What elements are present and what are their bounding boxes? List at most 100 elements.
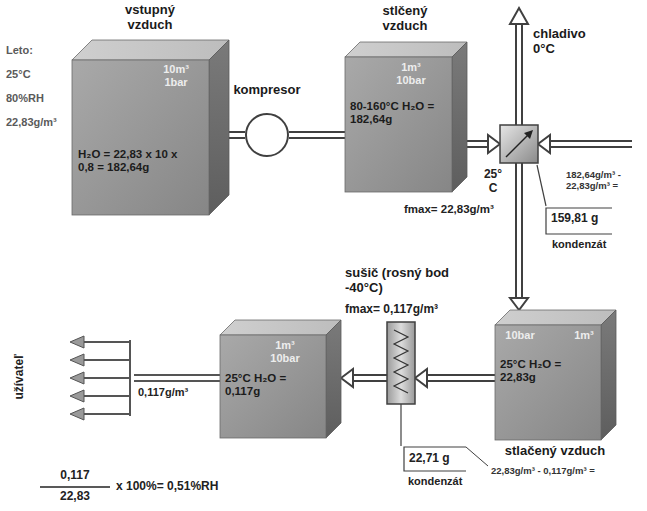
exchanger-diagonal (506, 133, 530, 157)
pipe-inner (352, 376, 388, 380)
cube-side-face (209, 40, 229, 215)
node-text: kompresor (221, 83, 313, 98)
fraction-bar (40, 486, 110, 488)
pipe-connector (466, 135, 500, 153)
cube-side-face (452, 42, 467, 192)
arrow-head (70, 408, 84, 420)
flow-moisture-label: 0,117g/m³ (138, 386, 188, 399)
pipe-connector (228, 135, 246, 136)
condensate-label: kondenzát (408, 475, 462, 488)
node-text: vstupný vzduch (110, 3, 190, 33)
condensate-amount: 22,71 g (409, 452, 450, 466)
pipe-inner (426, 376, 496, 380)
arrow-head (70, 354, 84, 366)
max-moisture-label: fmax= 22,83g/m³ (404, 203, 494, 216)
arrow-head (415, 369, 427, 387)
pipe-inner (517, 162, 521, 299)
pipe-outline (229, 131, 245, 139)
season-label: Leto: (6, 44, 33, 57)
arrow-head (510, 298, 528, 310)
node-shape (387, 322, 415, 404)
arrow-head (341, 369, 353, 387)
dryer-unit: sušič (rosný bod -40°C)fmax= 0,117g/m³ (387, 322, 415, 404)
pipe-outline (427, 374, 495, 382)
cube-side-face (601, 310, 616, 440)
cube-top-face (72, 40, 229, 60)
node-text: fmax= 0,117g/m³ (345, 303, 455, 317)
leader-line (400, 404, 401, 446)
cube-side-face (326, 320, 341, 438)
node-text: 10bar (500, 329, 540, 342)
pipe-inner (228, 133, 246, 137)
air-volume-cube: 10bar1m³25°C H₂O = 22,83gstlačený vzduch (495, 310, 616, 440)
condensate-amount: 159,81 g (551, 212, 598, 226)
node-shape (245, 113, 289, 157)
fraction-denominator: 22,83 (40, 490, 110, 504)
node-shape (72, 40, 229, 215)
leader-line (537, 165, 546, 206)
temperature-label: 25°C (6, 68, 31, 81)
node-text: chladivo 0°C (533, 27, 603, 57)
dryer-coil (394, 330, 408, 393)
refrigerant-outlet-arrow (510, 8, 528, 127)
node-text: 1m³ 10bar (266, 339, 304, 364)
calc-note: 22,83g/m³ - 0,117g/m³ = (491, 466, 609, 477)
pipe-inner (517, 22, 521, 127)
air-volume-cube: stlčený vzduch1m³ 10bar80-160°C H₂O = 18… (345, 42, 467, 192)
condensate-bracket (546, 208, 612, 234)
heat-exchanger: chladivo 0°C (500, 125, 538, 163)
pipe-outline (353, 374, 387, 382)
dryer-body (387, 322, 415, 404)
compressor-symbol: kompresor (245, 113, 289, 157)
node-text: sušič (rosný bod -40°C) (345, 266, 470, 296)
pipe-connector (510, 162, 528, 310)
cube-front-face (495, 325, 601, 440)
node-text: stlačený vzduch (495, 444, 615, 459)
result-formula: x 100%= 0,51%RH (116, 480, 218, 494)
pipe-outline (289, 131, 345, 139)
moisture-label: 22,83g/m³ (6, 116, 57, 129)
arrow-head (538, 135, 550, 153)
node-text: 80-160°C H₂O = 182,64g (350, 100, 445, 126)
exchanger-arrowhead (524, 130, 533, 139)
pipe-outline (467, 140, 488, 148)
air-volume-cube: vstupný vzduch10m³ 1barH₂O = 22,83 x 10 … (72, 40, 229, 215)
node-text: H₂O = 22,83 x 10 x 0,8 = 182,64g (78, 148, 190, 174)
arrow-head (70, 390, 84, 402)
cube-front-face (220, 335, 326, 438)
pipe-inner (466, 142, 489, 146)
node-text: 10m³ 1bar (156, 63, 196, 88)
temperature-label: 25° C (478, 168, 508, 196)
user-label: užívateľ (13, 347, 27, 407)
cube-front-face (345, 57, 452, 192)
pipe-inner (288, 133, 346, 137)
arrow-head (70, 336, 84, 348)
condensate-label: kondenzát (552, 238, 606, 251)
arrow-head (488, 135, 500, 153)
node-text: 1m³ 10bar (393, 61, 429, 86)
node-text: 1m³ (571, 329, 597, 342)
humidity-label: 80%RH (6, 92, 44, 105)
node-text: 25°C H₂O = 22,83g (500, 358, 595, 384)
arrow-head (70, 372, 84, 384)
pipe-connector (415, 369, 496, 387)
pipe-inner (132, 376, 222, 380)
pipe-outline (515, 163, 523, 298)
fraction-numerator: 0,117 (40, 469, 110, 483)
cube-top-face (220, 320, 341, 335)
calc-note: 182,64g/m³ - 22,83g/m³ = (566, 170, 628, 192)
pipe-inner (548, 142, 634, 146)
air-volume-cube: 1m³ 10bar 25°C H₂O = 0,117g (220, 320, 341, 438)
refrigerant-inlet-arrow (538, 135, 634, 153)
arrow-head (510, 8, 528, 24)
cube-top-face (345, 42, 467, 57)
node-text: 25°C H₂O = 0,117g (225, 372, 320, 398)
condensate-bracket (404, 447, 466, 471)
compressor-circle (246, 114, 288, 156)
cube-front-face (72, 60, 209, 215)
pipe-connector (341, 369, 388, 387)
node-shape (500, 125, 538, 163)
pipe-connector (288, 135, 346, 136)
leader-line (466, 447, 488, 466)
